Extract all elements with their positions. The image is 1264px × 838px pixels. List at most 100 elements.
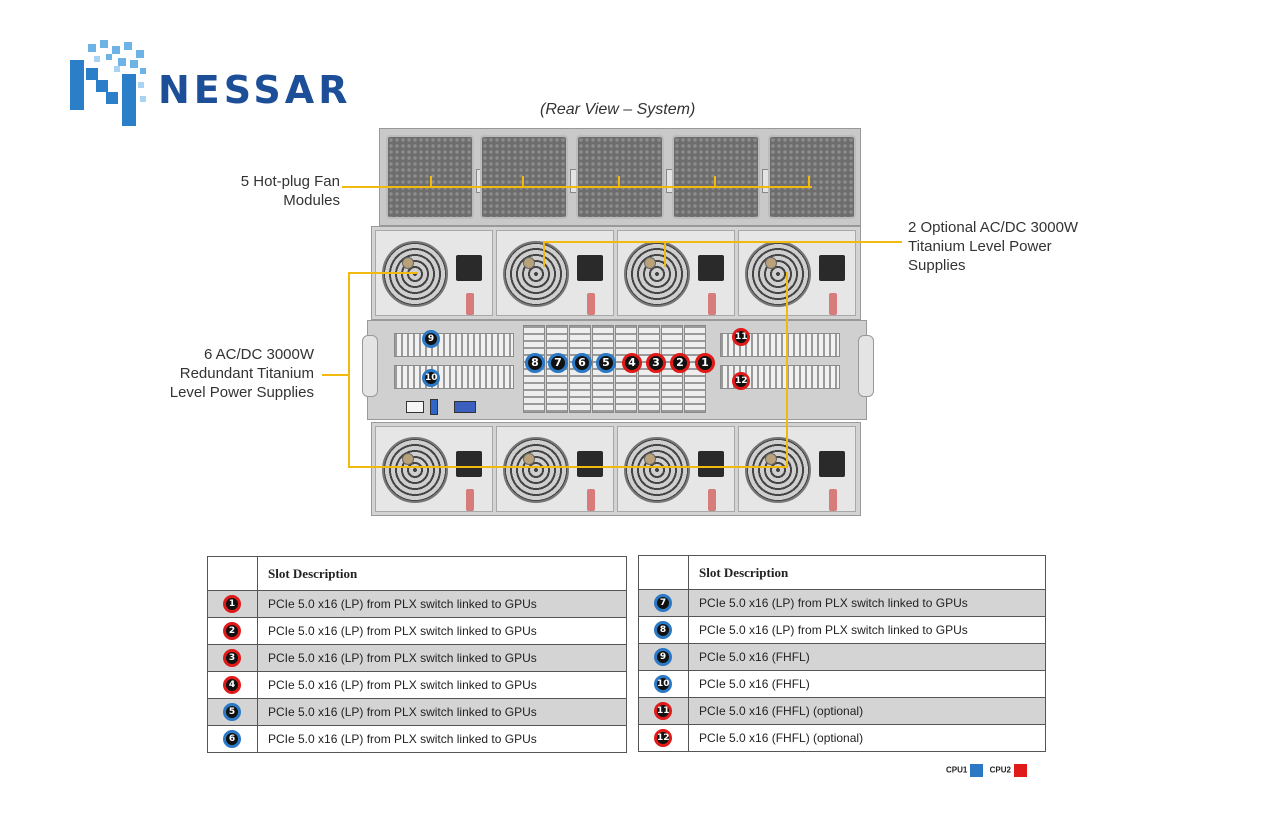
callout-line-text: Supplies bbox=[908, 257, 966, 274]
slot-badge: 8 bbox=[525, 353, 545, 373]
fan-module bbox=[480, 135, 568, 219]
slot-desc: PCIe 5.0 x16 (LP) from PLX switch linked… bbox=[257, 671, 627, 699]
slot-badge: 9 bbox=[422, 330, 440, 348]
callout-line-text: Titanium Level Power bbox=[908, 238, 1052, 255]
fan-module-bay bbox=[379, 128, 861, 226]
table-row: 9 PCIe 5.0 x16 (FHFL) bbox=[638, 643, 1046, 671]
callout-line-text: 2 Optional AC/DC 3000W bbox=[908, 219, 1079, 236]
slot-table-right: Slot Description 7 PCIe 5.0 x16 (LP) fro… bbox=[638, 555, 1046, 752]
slot-desc: PCIe 5.0 x16 (LP) from PLX switch linked… bbox=[257, 644, 627, 672]
legend-cpu1-swatch bbox=[970, 764, 984, 777]
slot-desc: PCIe 5.0 x16 (FHFL) bbox=[688, 643, 1046, 671]
power-socket-icon bbox=[698, 255, 724, 281]
callout-tick bbox=[543, 241, 545, 267]
psu-handle bbox=[466, 489, 474, 511]
slot-badge: 12 bbox=[732, 372, 750, 390]
slot-desc: PCIe 5.0 x16 (LP) from PLX switch linked… bbox=[688, 589, 1046, 617]
brand-name: NESSAR bbox=[158, 68, 352, 112]
slot-badge: 1 bbox=[223, 595, 241, 613]
power-supply bbox=[738, 230, 856, 316]
psu-fan-icon bbox=[745, 437, 811, 503]
power-socket-icon bbox=[577, 255, 603, 281]
psu-handle bbox=[466, 293, 474, 315]
power-supply bbox=[617, 230, 735, 316]
psu-handle bbox=[829, 293, 837, 315]
callout-line-text: 5 Hot-plug Fan bbox=[240, 173, 340, 190]
callout-line-text: 6 AC/DC 3000W bbox=[203, 346, 314, 363]
legend-cpu1-label: CPU1 bbox=[946, 765, 968, 775]
slot-badge: 12 bbox=[654, 729, 672, 747]
callout-optional-psu: 2 Optional AC/DC 3000W Titanium Level Po… bbox=[908, 218, 1138, 275]
slot-badge: 5 bbox=[223, 703, 241, 721]
cpu-legend: CPU1 CPU2 bbox=[946, 764, 1031, 777]
callout-tick bbox=[430, 176, 432, 188]
slot-badge: 11 bbox=[732, 328, 750, 346]
slot-badge: 4 bbox=[622, 353, 642, 373]
power-socket-icon bbox=[577, 451, 603, 477]
psu-handle bbox=[708, 489, 716, 511]
power-socket-icon bbox=[698, 451, 724, 477]
vga-port-icon bbox=[454, 401, 476, 413]
power-socket-icon bbox=[819, 255, 845, 281]
callout-line-text: Redundant Titanium bbox=[179, 365, 314, 382]
slot-badge: 6 bbox=[223, 730, 241, 748]
pcie-slot-lp bbox=[684, 325, 706, 413]
legend-cpu2-swatch bbox=[1013, 764, 1027, 777]
slot-badge: 3 bbox=[646, 353, 666, 373]
slot-badge: 9 bbox=[654, 648, 672, 666]
power-supply bbox=[617, 426, 735, 512]
server-chassis-rear: 9 10 8 7 6 5 4 3 2 1 11 12 bbox=[362, 124, 874, 520]
nessar-logo: NESSAR bbox=[70, 38, 370, 130]
slot-badge: 2 bbox=[223, 622, 241, 640]
figure-caption: (Rear View – System) bbox=[540, 101, 696, 118]
slot-badge: 6 bbox=[572, 353, 592, 373]
psu-fan-icon bbox=[503, 241, 569, 307]
pcie-slot-fhfl bbox=[394, 333, 514, 357]
psu-fan-icon bbox=[382, 241, 448, 307]
table-row: 5 PCIe 5.0 x16 (LP) from PLX switch link… bbox=[207, 698, 627, 726]
pcie-slot-fhfl bbox=[394, 365, 514, 389]
slot-desc: PCIe 5.0 x16 (LP) from PLX switch linked… bbox=[257, 617, 627, 645]
psu-fan-icon bbox=[745, 241, 811, 307]
power-supply bbox=[738, 426, 856, 512]
table-row: 10 PCIe 5.0 x16 (FHFL) bbox=[638, 670, 1046, 698]
callout-tick bbox=[714, 176, 716, 188]
slot-badge: 7 bbox=[654, 594, 672, 612]
table-header-desc: Slot Description bbox=[257, 556, 627, 591]
power-supply bbox=[375, 426, 493, 512]
callout-line-text: Modules bbox=[283, 192, 340, 209]
power-socket-icon bbox=[456, 255, 482, 281]
callout-redundant-psu: 6 AC/DC 3000W Redundant Titanium Level P… bbox=[120, 345, 314, 402]
callout-tick bbox=[618, 176, 620, 188]
slot-badge: 8 bbox=[654, 621, 672, 639]
table-row: 3 PCIe 5.0 x16 (LP) from PLX switch link… bbox=[207, 644, 627, 672]
table-row: 2 PCIe 5.0 x16 (LP) from PLX switch link… bbox=[207, 617, 627, 645]
callout-tick bbox=[664, 241, 666, 267]
callout-tick bbox=[808, 176, 810, 188]
power-socket-icon bbox=[819, 451, 845, 477]
psu-row-bottom bbox=[371, 422, 861, 516]
callout-branch bbox=[348, 466, 786, 468]
table-row: 6 PCIe 5.0 x16 (LP) from PLX switch link… bbox=[207, 725, 627, 753]
psu-fan-icon bbox=[382, 437, 448, 503]
callout-branch bbox=[322, 374, 349, 376]
power-supply bbox=[496, 426, 614, 512]
table-row: 8 PCIe 5.0 x16 (LP) from PLX switch link… bbox=[638, 616, 1046, 644]
table-header-num bbox=[638, 555, 689, 590]
usb-port-icon bbox=[430, 399, 438, 415]
logo-cube-icon bbox=[70, 38, 150, 130]
slot-table-left: Slot Description 1 PCIe 5.0 x16 (LP) fro… bbox=[207, 556, 627, 753]
psu-fan-icon bbox=[624, 437, 690, 503]
slot-badge: 3 bbox=[223, 649, 241, 667]
fan-module bbox=[672, 135, 760, 219]
slot-badge: 11 bbox=[654, 702, 672, 720]
slot-badge: 7 bbox=[548, 353, 568, 373]
system-node-tray: 9 10 8 7 6 5 4 3 2 1 11 12 bbox=[362, 320, 874, 420]
slot-desc: PCIe 5.0 x16 (LP) from PLX switch linked… bbox=[257, 698, 627, 726]
callout-fans: 5 Hot-plug Fan Modules bbox=[200, 172, 340, 210]
psu-fan-icon bbox=[624, 241, 690, 307]
psu-handle bbox=[829, 489, 837, 511]
psu-handle bbox=[708, 293, 716, 315]
callout-tick bbox=[522, 176, 524, 188]
table-header-num bbox=[207, 556, 258, 591]
